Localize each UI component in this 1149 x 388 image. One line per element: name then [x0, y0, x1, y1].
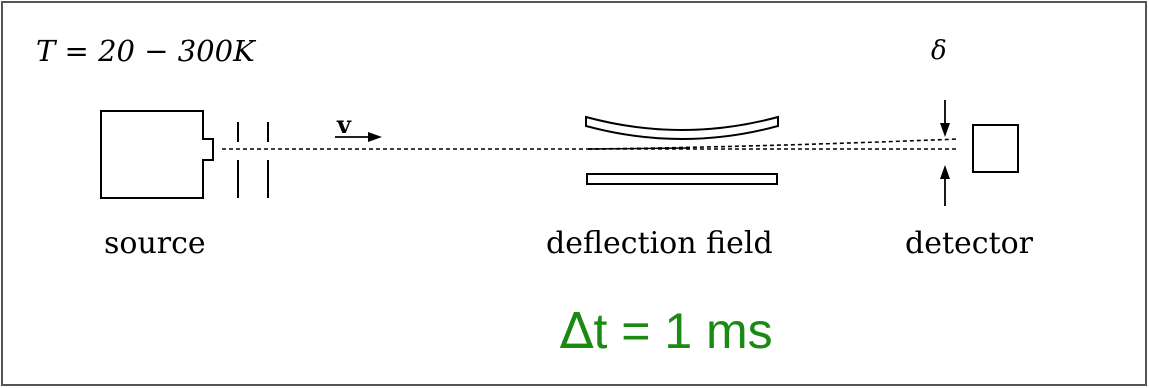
- beam-deflected: [587, 138, 959, 150]
- temperature-range-label: T = 20 − 300K: [36, 34, 255, 68]
- detector-box: [972, 124, 1019, 173]
- deflection-upper-pole: [585, 115, 779, 140]
- transit-time-value: t = 1 ms: [593, 303, 773, 359]
- collimator-slits: [237, 122, 269, 198]
- delta-label: δ: [931, 36, 947, 66]
- beam-core: [587, 147, 691, 150]
- velocity-arrowhead: [368, 132, 382, 142]
- source-chamber: [100, 110, 214, 199]
- detector-label: detector: [905, 226, 1034, 261]
- delta-symbol: ∆: [560, 302, 594, 360]
- delta-marker-top-arrowhead: [940, 123, 950, 137]
- source-label: source: [104, 226, 206, 261]
- deflection-lower-pole: [586, 173, 778, 185]
- velocity-label: v: [337, 110, 351, 139]
- transit-time-annotation: ∆t = 1 ms: [560, 302, 773, 360]
- delta-marker-bottom-arrowhead: [940, 165, 950, 179]
- deflection-field-label: deflection field: [546, 226, 773, 261]
